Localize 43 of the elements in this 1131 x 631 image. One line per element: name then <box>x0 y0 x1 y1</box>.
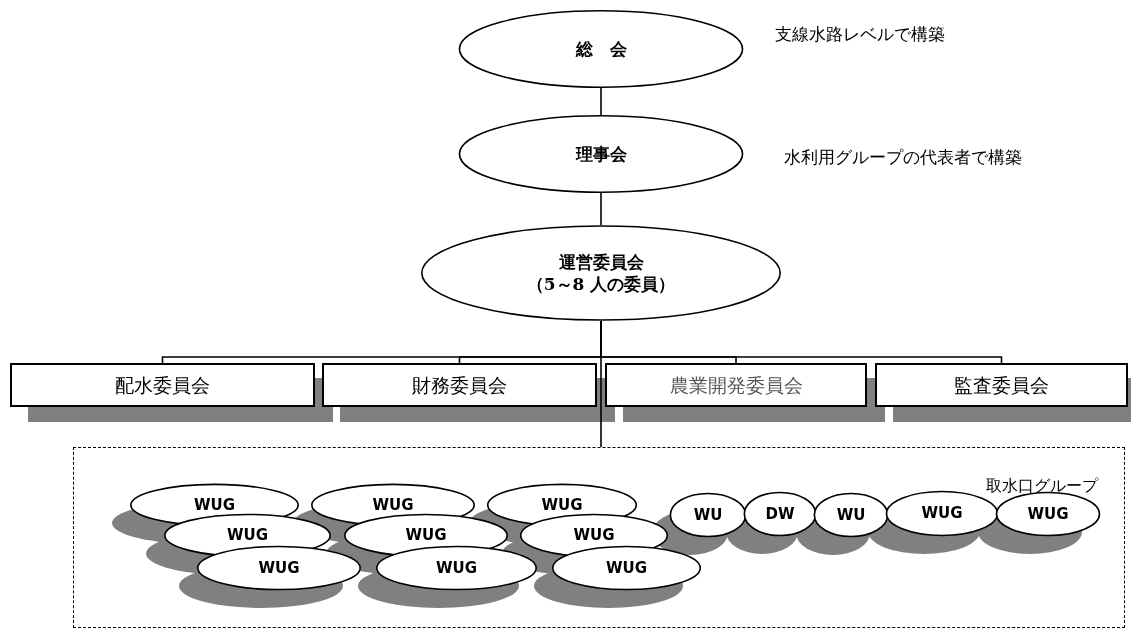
node-label: 総 会 <box>575 38 627 60</box>
node-label: （5～8 人の委員） <box>526 273 676 295</box>
ellipse-node <box>744 492 816 536</box>
ellipse-node <box>197 546 361 590</box>
node-label: 監査委員会 <box>954 372 1049 398</box>
ellipse-node <box>458 115 744 193</box>
node-label: DW <box>765 503 795 525</box>
node-label: WUG <box>605 557 647 579</box>
ellipse-node <box>552 546 701 590</box>
node-label: 配水委員会 <box>115 372 210 398</box>
side-note: 水利用グループの代表者で構築 <box>784 146 1022 169</box>
node-label: WUG <box>435 557 477 579</box>
node-label: WU <box>693 504 723 526</box>
node-label: 理事会 <box>575 143 627 165</box>
node-label: WUG <box>541 494 583 516</box>
ellipse-node <box>420 225 782 321</box>
dashed-group-box <box>73 447 1125 628</box>
node-label: WU <box>836 504 866 526</box>
side-note: 支線水路レベルで構築 <box>775 23 945 46</box>
node-label: WUG <box>258 557 300 579</box>
node-label: WUG <box>226 525 268 547</box>
committee-box <box>322 363 597 407</box>
ellipse-node <box>814 493 888 537</box>
ellipse-node <box>996 492 1100 536</box>
ellipse-node <box>376 546 537 590</box>
node-label: WUG <box>1027 503 1069 525</box>
node-label: 財務委員会 <box>412 372 507 398</box>
committee-box <box>875 363 1128 407</box>
ellipse-node <box>886 491 998 536</box>
node-label: WUG <box>372 494 414 516</box>
group-label: 取水口グループ <box>986 475 1098 497</box>
node-label: 運営委員会 <box>558 251 644 273</box>
connector-line <box>600 192 602 226</box>
node-label: WUG <box>193 494 235 516</box>
ellipse-node <box>458 10 744 88</box>
node-label: WUG <box>921 503 963 525</box>
node-label: WUG <box>573 525 615 547</box>
node-label: WUG <box>405 525 447 547</box>
node-label: 農業開発委員会 <box>669 372 803 398</box>
committee-box <box>605 363 867 407</box>
committee-box <box>10 363 315 407</box>
ellipse-node <box>670 493 746 537</box>
connector-line <box>600 87 602 116</box>
